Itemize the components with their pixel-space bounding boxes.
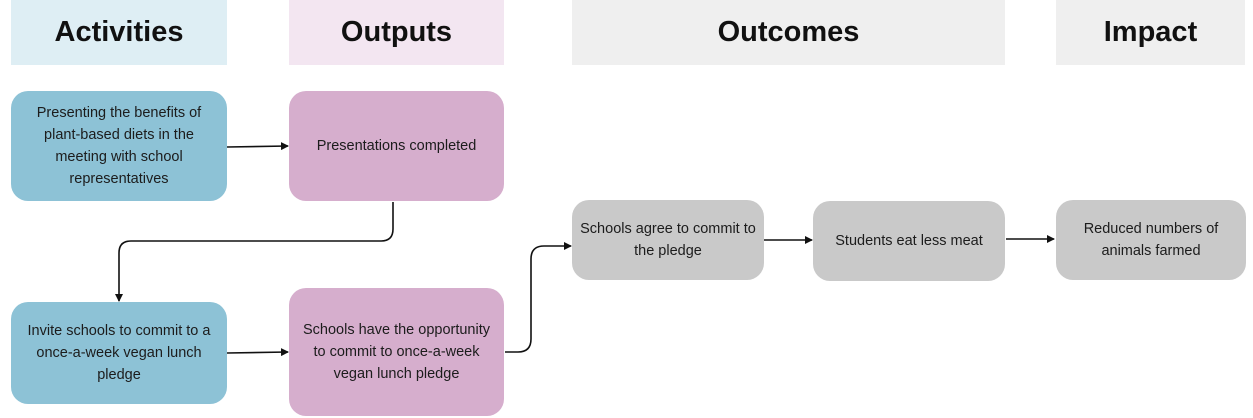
box-output-opportunity-text: Schools have the opportunity to commit t… xyxy=(302,322,490,382)
arrow-opportunity-to-agree xyxy=(505,242,572,353)
header-outcomes: Outcomes xyxy=(572,0,1005,65)
box-activity-presenting-text: Presenting the benefits of plant-based d… xyxy=(36,105,202,187)
box-activity-presenting: Presenting the benefits of plant-based d… xyxy=(11,91,227,201)
box-outcome-eat-less-text: Students eat less meat xyxy=(835,233,983,249)
header-activities: Activities xyxy=(11,0,227,65)
box-output-presentations-text: Presentations completed xyxy=(316,138,477,154)
box-output-opportunity: Schools have the opportunity to commit t… xyxy=(289,288,504,416)
box-output-presentations: Presentations completed xyxy=(289,91,504,201)
arrow-presenting-to-presentations xyxy=(226,142,289,151)
header-outputs: Outputs xyxy=(289,0,504,65)
box-impact-reduced-text: Reduced numbers of animals farmed xyxy=(1083,221,1219,259)
box-outcome-agree-text: Schools agree to commit to the pledge xyxy=(580,221,756,259)
box-activity-invite: Invite schools to commit to a once-a-wee… xyxy=(11,302,227,404)
box-impact-reduced: Reduced numbers of animals farmed xyxy=(1056,200,1246,280)
arrow-presentations-to-invite xyxy=(115,202,394,302)
box-outcome-eat-less: Students eat less meat xyxy=(813,201,1005,281)
box-outcome-agree: Schools agree to commit to the pledge xyxy=(572,200,764,280)
header-impact: Impact xyxy=(1056,0,1245,65)
arrow-invite-to-opportunity xyxy=(226,348,289,357)
box-activity-invite-text: Invite schools to commit to a once-a-wee… xyxy=(27,323,211,383)
